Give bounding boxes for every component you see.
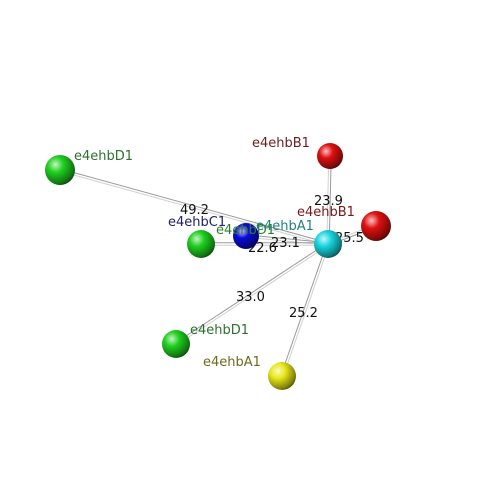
atom-label-a1_center: e4ehbA1 xyxy=(256,219,314,234)
atom-sphere-c1[interactable] xyxy=(233,223,259,249)
atom-label-a1_low: e4ehbA1 xyxy=(203,355,261,370)
atom-label-b1_top: e4ehbB1 xyxy=(252,136,310,151)
atom-label-c1: e4ehbC1 xyxy=(168,215,226,230)
atom-spheres[interactable] xyxy=(45,143,391,390)
distance-line-d1_low-a xyxy=(175,242,328,344)
distance-line-d1_far-a xyxy=(60,168,329,244)
distance-label-b1_right: 25.5 xyxy=(335,231,364,246)
distance-label-d1_low: 33.0 xyxy=(236,290,265,305)
atom-sphere-a1_center[interactable] xyxy=(314,230,342,258)
atom-labels: e4ehbD1e4ehbB1e4ehbB1e4ehbC1e4ehbD1e4ehb… xyxy=(74,136,355,370)
distance-label-d1_far: 49.2 xyxy=(180,203,209,218)
atom-sphere-b1_top[interactable] xyxy=(317,143,343,169)
atom-label-d1_far: e4ehbD1 xyxy=(74,149,133,164)
atom-sphere-b1_right[interactable] xyxy=(361,211,391,241)
distance-line-a1_low-a xyxy=(280,243,328,376)
atom-sphere-d1_far[interactable] xyxy=(45,155,75,185)
atom-sphere-d1_mid[interactable] xyxy=(187,230,215,258)
distance-line-d1_far-b xyxy=(59,170,328,246)
distance-label-c1: 23.1 xyxy=(271,236,300,251)
atom-label-d1_mid: e4ehbD1 xyxy=(216,223,275,238)
distance-lines xyxy=(59,155,377,377)
atom-sphere-d1_low[interactable] xyxy=(162,330,190,358)
distance-line-b1_top-b xyxy=(326,155,330,244)
distance-line-d1_low-b xyxy=(176,244,329,346)
distance-line-b1_top-a xyxy=(328,156,332,245)
atom-label-d1_low: e4ehbD1 xyxy=(190,323,249,338)
atom-label-b1_right: e4ehbB1 xyxy=(297,205,355,220)
distance-label-b1_top: 23.9 xyxy=(314,194,343,209)
distance-line-a1_low-b xyxy=(282,244,330,377)
atom-sphere-a1_low[interactable] xyxy=(268,362,296,390)
distance-labels: 49.223.925.523.122.633.025.2 xyxy=(180,194,364,321)
distance-label-a1_low: 25.2 xyxy=(289,306,318,321)
